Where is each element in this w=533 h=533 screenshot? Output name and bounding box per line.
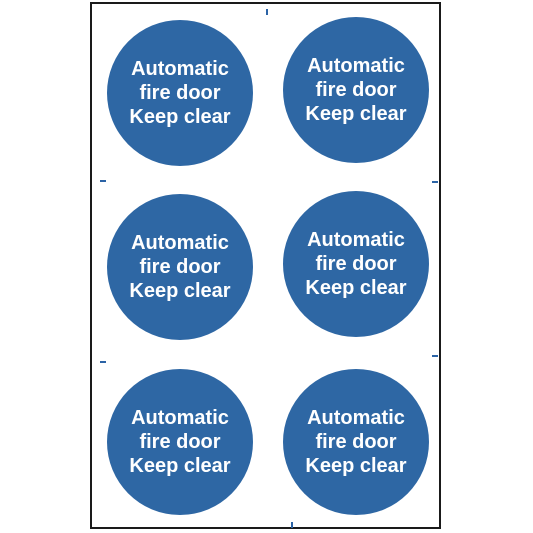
sign-line-1: Automatic bbox=[131, 407, 229, 429]
sign-line-2: fire door bbox=[139, 256, 221, 278]
sign-line-2: fire door bbox=[315, 253, 397, 275]
sign-line-3: Keep clear bbox=[129, 280, 231, 302]
sign-line-1: Automatic bbox=[131, 232, 229, 254]
sign-line-1: Automatic bbox=[307, 229, 405, 251]
sign-line-1: Automatic bbox=[307, 407, 405, 429]
fire-door-sign-2: Automatic fire door Keep clear bbox=[283, 17, 429, 163]
sign-line-2: fire door bbox=[315, 431, 397, 453]
registration-mark-right-lower bbox=[432, 355, 438, 357]
sign-sheet: Automatic fire door Keep clear Automatic… bbox=[90, 2, 441, 529]
sign-line-2: fire door bbox=[315, 79, 397, 101]
fire-door-sign-3: Automatic fire door Keep clear bbox=[107, 194, 253, 340]
fire-door-sign-6: Automatic fire door Keep clear bbox=[283, 369, 429, 515]
sign-line-3: Keep clear bbox=[129, 455, 231, 477]
sign-line-3: Keep clear bbox=[305, 455, 407, 477]
sign-line-3: Keep clear bbox=[129, 106, 231, 128]
fire-door-sign-5: Automatic fire door Keep clear bbox=[107, 369, 253, 515]
registration-mark-left-upper bbox=[100, 180, 106, 182]
sign-line-1: Automatic bbox=[307, 55, 405, 77]
sign-line-1: Automatic bbox=[131, 58, 229, 80]
sign-line-2: fire door bbox=[139, 82, 221, 104]
registration-mark-right-upper bbox=[432, 181, 438, 183]
registration-mark-bottom bbox=[291, 522, 293, 528]
fire-door-sign-1: Automatic fire door Keep clear bbox=[107, 20, 253, 166]
sign-line-3: Keep clear bbox=[305, 277, 407, 299]
registration-mark-left-lower bbox=[100, 361, 106, 363]
fire-door-sign-4: Automatic fire door Keep clear bbox=[283, 191, 429, 337]
sign-line-2: fire door bbox=[139, 431, 221, 453]
registration-mark-top bbox=[266, 9, 268, 15]
sign-line-3: Keep clear bbox=[305, 103, 407, 125]
